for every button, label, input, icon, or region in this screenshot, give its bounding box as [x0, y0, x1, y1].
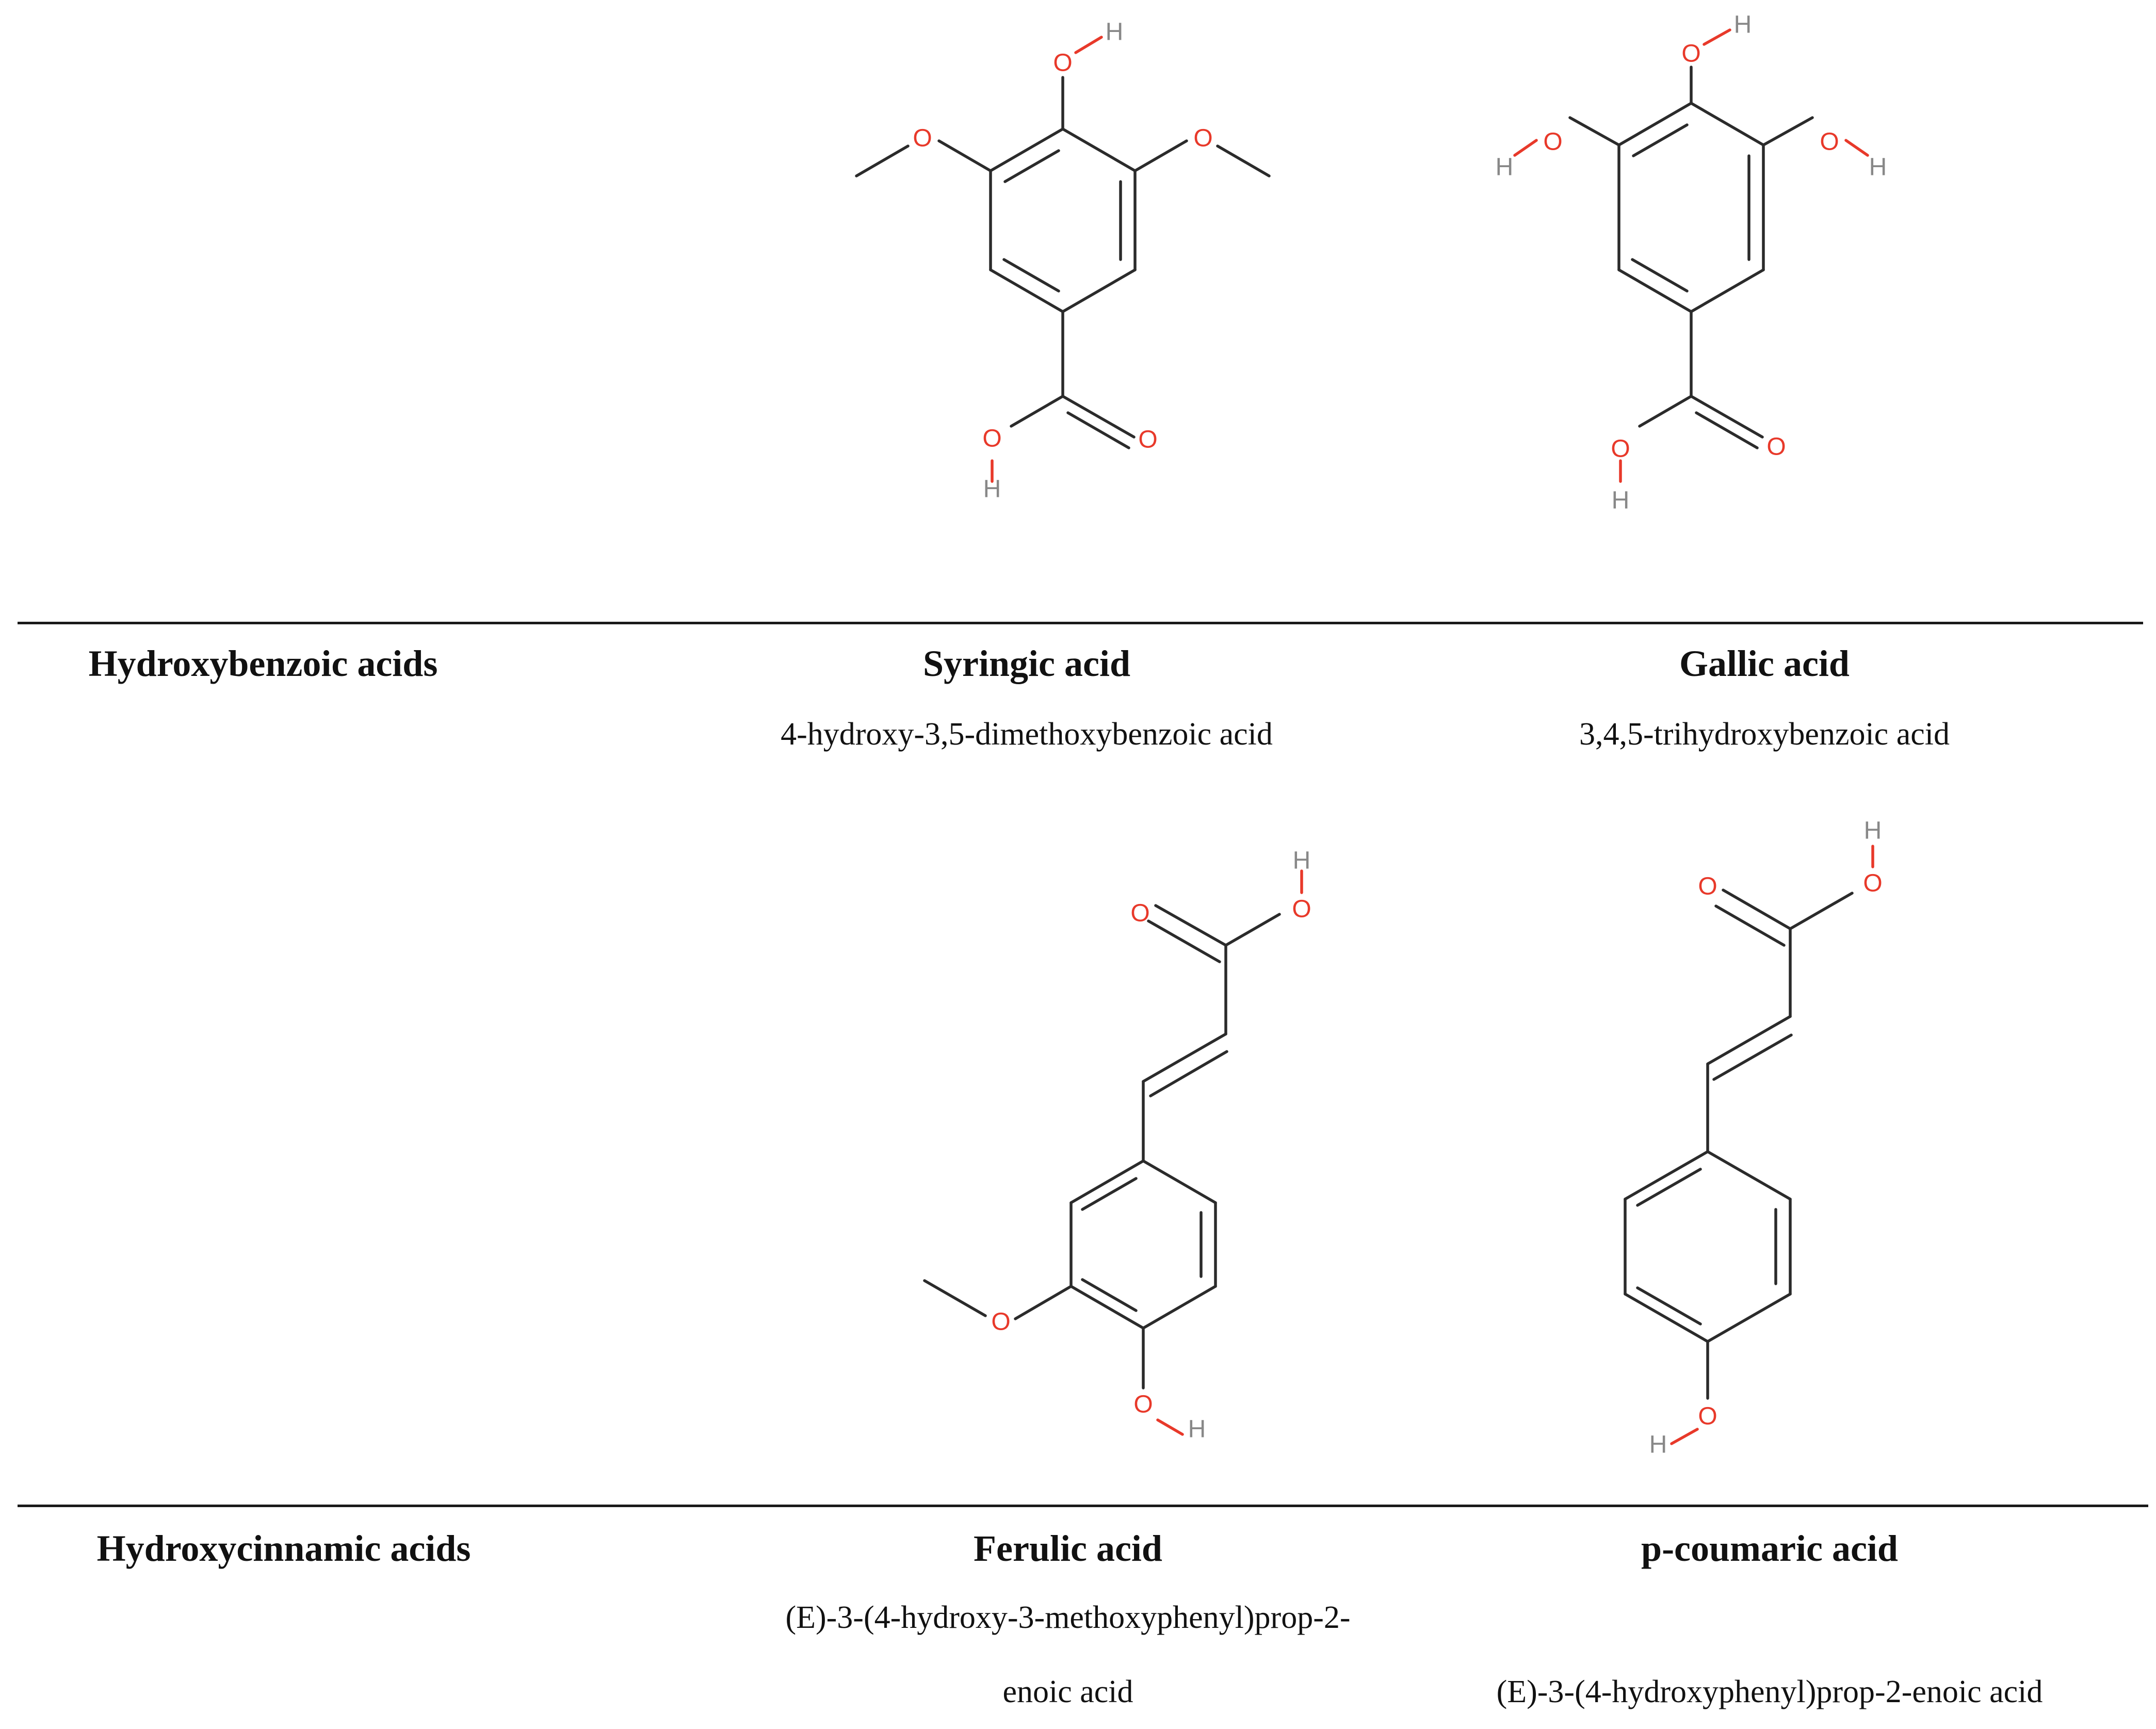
iupac-name-gallic: 3,4,5-trihydroxybenzoic acid: [1579, 717, 1950, 752]
atom-h: H: [1188, 1416, 1206, 1443]
atom-o: O: [1766, 433, 1786, 461]
iupac-name-syringic: 4-hydroxy-3,5-dimethoxybenzoic acid: [781, 717, 1273, 752]
atom-h: H: [1496, 154, 1514, 181]
category-label-hydroxycinnamic: Hydroxycinnamic acids: [96, 1528, 471, 1569]
compound-name-gallic: Gallic acid: [1679, 643, 1850, 684]
atom-o: O: [913, 125, 932, 152]
atom-o: O: [1193, 125, 1212, 152]
atom-o: O: [1863, 870, 1882, 897]
atom-o: O: [991, 1308, 1010, 1336]
atom-o: O: [982, 425, 1001, 453]
atom-o: O: [1681, 40, 1700, 68]
atom-o: O: [1698, 1403, 1717, 1430]
row-divider-top: [18, 622, 2143, 624]
atom-h: H: [1293, 847, 1311, 875]
atom-h: H: [1612, 487, 1630, 514]
atom-o: O: [1543, 128, 1562, 156]
iupac-name-p-coumaric: (E)-3-(4-hydroxyphenyl)prop-2-enoic acid: [1496, 1674, 2043, 1709]
atom-h: H: [1864, 817, 1882, 845]
row-divider-bottom: [18, 1505, 2148, 1507]
atom-o: O: [1053, 50, 1072, 77]
iupac-name-ferulic-line-1: (E)-3-(4-hydroxy-3-methoxyphenyl)prop-2-: [785, 1600, 1351, 1635]
compound-name-syringic: Syringic acid: [922, 643, 1130, 684]
atom-h: H: [1106, 19, 1124, 46]
atom-o: O: [1698, 873, 1717, 900]
atom-h: H: [1649, 1431, 1667, 1459]
atom-h: H: [983, 476, 1001, 503]
atom-h: H: [1734, 11, 1752, 39]
atom-o: O: [1133, 1391, 1153, 1418]
compound-name-p-coumaric: p-coumaric acid: [1641, 1528, 1898, 1569]
compound-name-ferulic: Ferulic acid: [974, 1528, 1162, 1569]
iupac-name-ferulic-line-2: enoic acid: [1002, 1674, 1133, 1709]
atom-o: O: [1611, 435, 1630, 463]
atom-o: O: [1138, 426, 1157, 454]
atom-o: O: [1130, 900, 1149, 927]
category-label-hydroxybenzoic: Hydroxybenzoic acids: [88, 643, 438, 684]
atom-h: H: [1869, 154, 1887, 181]
atom-o: O: [1820, 128, 1839, 156]
atom-o: O: [1292, 896, 1311, 923]
